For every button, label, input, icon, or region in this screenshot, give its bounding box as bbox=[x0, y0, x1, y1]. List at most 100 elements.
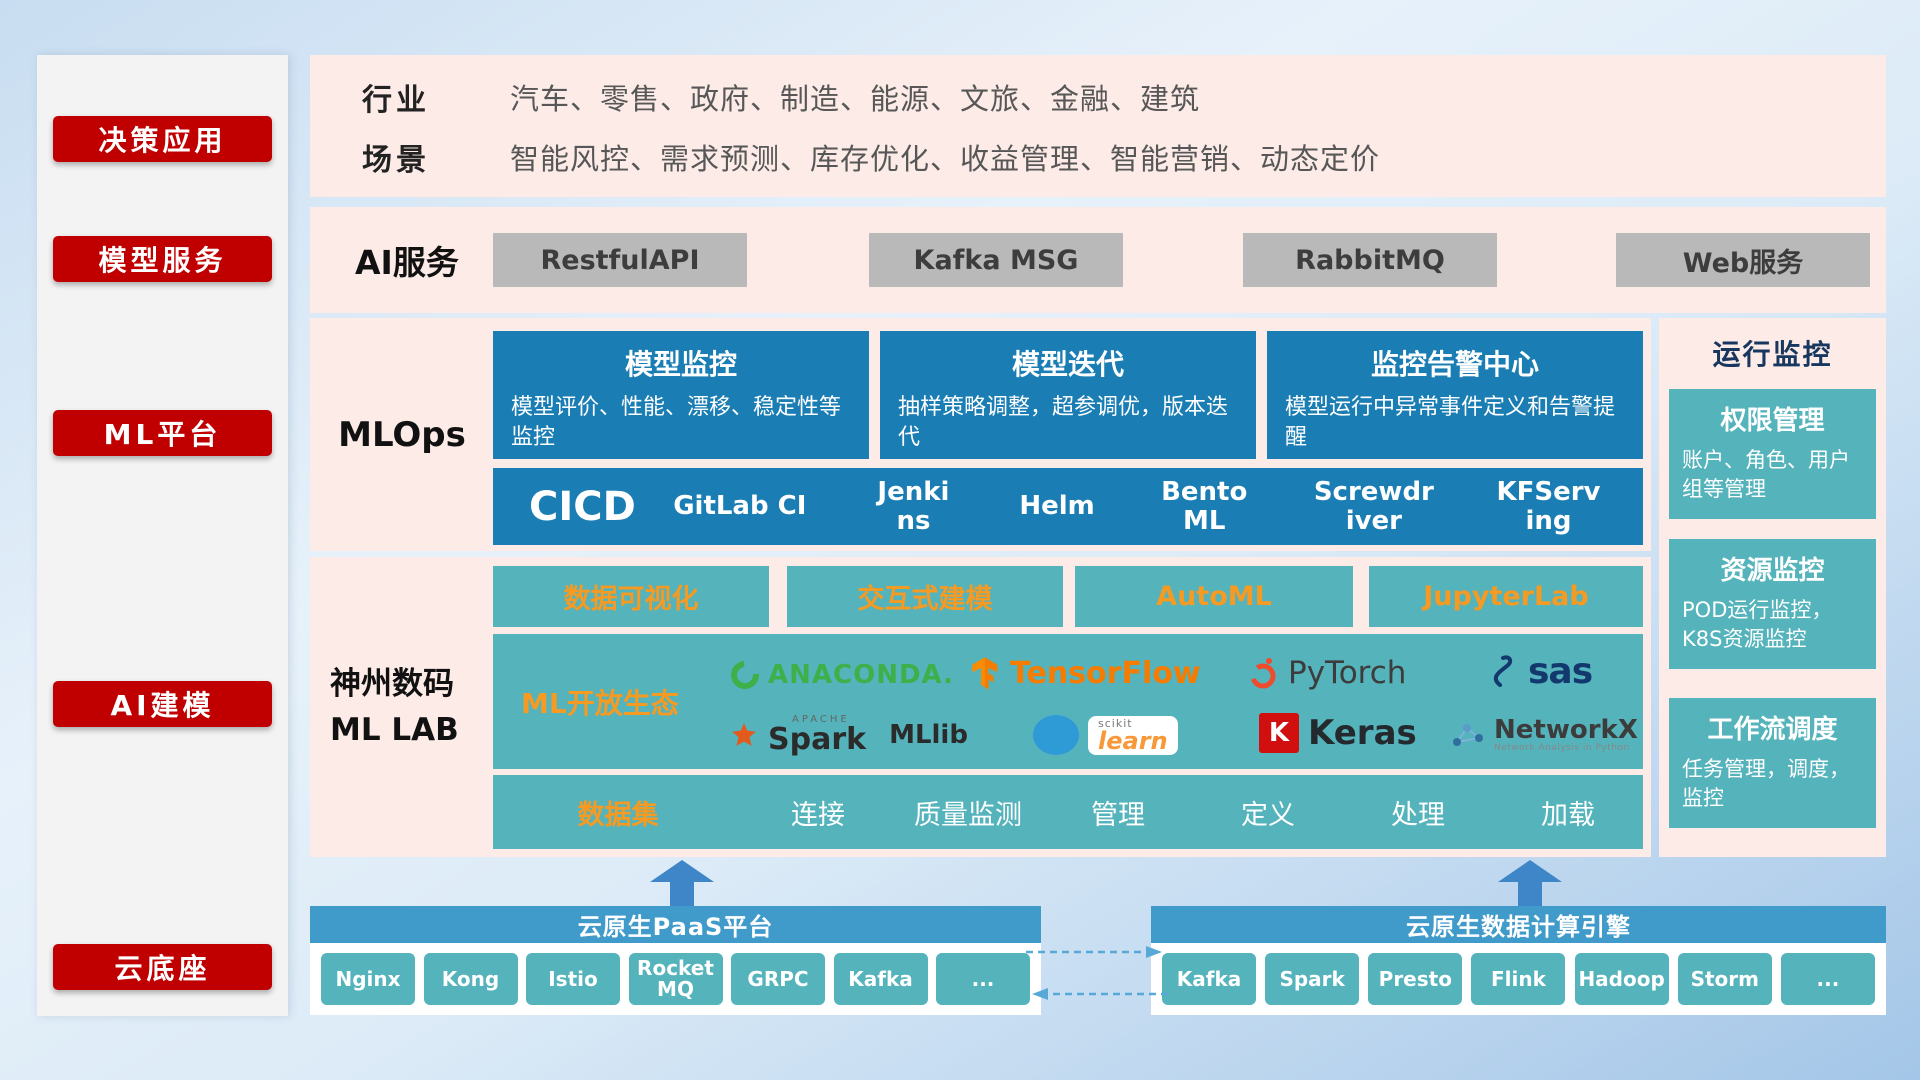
cicd-tool-jenkins: Jenkins bbox=[877, 476, 950, 536]
dataset-item-manage: 管理 bbox=[1091, 799, 1145, 831]
dashed-arrows bbox=[1026, 946, 1168, 1000]
card-title: 权限管理 bbox=[1720, 406, 1825, 436]
sidebar-item-ai-modeling: AI建模 bbox=[53, 681, 272, 727]
tech-chip-spark: Spark bbox=[1265, 953, 1360, 1005]
up-arrow-data-engine bbox=[1498, 860, 1562, 906]
cicd-tool-bentoml: BentoML bbox=[1161, 476, 1248, 536]
mllab-label-line1: 神州数码 bbox=[330, 665, 454, 702]
mllab-label-line2: ML LAB bbox=[330, 712, 459, 748]
tech-chip-kafka: Kafka bbox=[833, 953, 928, 1005]
mlops-panel: MLOps 模型监控 模型评价、性能、漂移、稳定性等监控 模型迭代 抽样策略调整… bbox=[310, 318, 1651, 551]
card-model-monitoring: 模型监控 模型评价、性能、漂移、稳定性等监控 bbox=[493, 331, 869, 459]
tech-chip-nginx: Nginx bbox=[321, 953, 415, 1005]
service-rabbitmq: RabbitMQ bbox=[1243, 233, 1497, 287]
anaconda-icon bbox=[725, 655, 765, 695]
card-desc: POD运行监控，K8S资源监控 bbox=[1682, 598, 1833, 652]
card-title: 监控告警中心 bbox=[1370, 348, 1539, 381]
layer-sidebar: 决策应用 模型服务 ML平台 AI建模 云底座 bbox=[37, 55, 288, 1016]
card-resource-monitoring: 资源监控 POD运行监控，K8S资源监控 bbox=[1669, 539, 1876, 669]
spark-star-icon bbox=[732, 723, 756, 746]
card-desc: 任务管理，调度，监控 bbox=[1682, 757, 1850, 811]
service-kafka-msg: Kafka MSG bbox=[869, 233, 1123, 287]
cicd-tool-screwdriver: Screwdriver bbox=[1313, 476, 1434, 536]
pytorch-icon bbox=[1250, 658, 1276, 689]
monitoring-title: 运行监控 bbox=[1712, 338, 1833, 371]
tech-chip-flink: Flink bbox=[1471, 953, 1566, 1005]
tool-automl: AutoML bbox=[1075, 566, 1353, 627]
sas-logo: sas bbox=[1493, 648, 1593, 694]
mllib-label: MLlib bbox=[889, 720, 968, 750]
tech-chip-hadoop: Hadoop bbox=[1574, 953, 1669, 1005]
service-restfulapi: RestfulAPI bbox=[493, 233, 747, 287]
sidebar-item-ml-platform: ML平台 bbox=[53, 410, 272, 456]
industry-scenario-panel: 行业 汽车、零售、政府、制造、能源、文旅、金融、建筑 场景 智能风控、需求预测、… bbox=[310, 55, 1886, 197]
tech-chip-presto: Presto bbox=[1368, 953, 1463, 1005]
scenario-label: 场景 bbox=[362, 143, 430, 178]
anaconda-wordmark: ANACONDA. bbox=[768, 660, 955, 690]
card-workflow-scheduling: 工作流调度 任务管理，调度，监控 bbox=[1669, 698, 1876, 828]
card-desc: 账户、角色、用户组等管理 bbox=[1682, 448, 1850, 502]
card-title: 模型监控 bbox=[624, 348, 737, 381]
tool-interactive-modeling: 交互式建模 bbox=[787, 566, 1063, 627]
networkx-icon bbox=[1453, 724, 1483, 746]
cicd-tool-helm: Helm bbox=[1019, 491, 1095, 522]
card-title: 工作流调度 bbox=[1707, 715, 1838, 745]
card-alert-center: 监控告警中心 模型运行中异常事件定义和告警提醒 bbox=[1267, 331, 1643, 459]
networkx-wordmark: NetworkX bbox=[1494, 714, 1638, 745]
scenario-value: 智能风控、需求预测、库存优化、收益管理、智能营销、动态定价 bbox=[510, 142, 1381, 176]
tech-chip-more2: ... bbox=[1780, 953, 1875, 1005]
sidebar-item-decision-apps: 决策应用 bbox=[53, 116, 272, 162]
runtime-monitoring-panel: 运行监控 权限管理 账户、角色、用户组等管理 资源监控 POD运行监控，K8S资… bbox=[1659, 318, 1886, 857]
tech-chip-storm: Storm bbox=[1677, 953, 1772, 1005]
spark-wordmark-group: APACHE Spark bbox=[766, 715, 866, 755]
ml-ecosystem-panel: ML开放生态 ANACONDA. TensorFlow PyTorch bbox=[493, 634, 1643, 769]
scikit-learn-logo: scikit learn bbox=[1033, 712, 1178, 758]
data-engine-strip: Kafka Spark Presto Flink Hadoop Storm ..… bbox=[1151, 943, 1886, 1015]
card-title: 模型迭代 bbox=[1011, 348, 1124, 381]
paas-strip: Nginx Kong Istio RocketMQ GRPC Kafka ... bbox=[310, 943, 1041, 1015]
spark-mllib-logo: APACHE Spark MLlib bbox=[731, 712, 968, 758]
data-engine-header: 云原生数据计算引擎 bbox=[1151, 906, 1886, 943]
tech-chip-more: ... bbox=[936, 953, 1030, 1005]
mlops-label: MLOps bbox=[338, 414, 466, 455]
scikit-learn-badge: scikit learn bbox=[1088, 715, 1178, 755]
keras-icon: K bbox=[1259, 713, 1299, 753]
cicd-tool-gitlab-ci: GitLab CI bbox=[673, 491, 807, 522]
networkx-subtitle: Network Analysis in Python bbox=[1494, 743, 1630, 754]
industry-value: 汽车、零售、政府、制造、能源、文旅、金融、建筑 bbox=[510, 82, 1201, 116]
anaconda-logo: ANACONDA. bbox=[725, 652, 955, 698]
scenario-line: 场景 智能风控、需求预测、库存优化、收益管理、智能营销、动态定价 bbox=[310, 131, 1886, 183]
card-title: 资源监控 bbox=[1720, 556, 1825, 586]
dataset-item-connect: 连接 bbox=[791, 799, 845, 831]
ai-service-panel: AI服务 RestfulAPI Kafka MSG RabbitMQ Web服务 bbox=[310, 207, 1886, 313]
sas-icon bbox=[1493, 655, 1513, 687]
dashed-arrow-right-head bbox=[1146, 946, 1162, 958]
tensorflow-logo: TensorFlow bbox=[971, 650, 1201, 696]
cicd-tools: GitLab CI Jenkins Helm BentoML Screwdriv… bbox=[670, 478, 1601, 535]
industry-line: 行业 汽车、零售、政府、制造、能源、文旅、金融、建筑 bbox=[310, 71, 1886, 123]
dataset-label: 数据集 bbox=[577, 799, 659, 831]
spark-wordmark: Spark bbox=[768, 722, 867, 757]
card-desc: 抽样策略调整，超参调优，版本迭代 bbox=[898, 395, 1229, 450]
tech-chip-istio: Istio bbox=[526, 953, 620, 1005]
tech-chip-kafka2: Kafka bbox=[1162, 953, 1256, 1005]
tech-chip-kong: Kong bbox=[423, 953, 518, 1005]
ecosystem-label: ML开放生态 bbox=[521, 686, 679, 720]
up-arrow-paas bbox=[650, 860, 714, 906]
cicd-tool-kfserving: KFServing bbox=[1496, 476, 1601, 536]
cicd-label: CICD bbox=[529, 483, 636, 530]
tool-data-visualization: 数据可视化 bbox=[493, 566, 769, 627]
tech-chip-grpc: GRPC bbox=[731, 953, 825, 1005]
keras-wordmark: Keras bbox=[1308, 713, 1417, 753]
sidebar-item-model-service: 模型服务 bbox=[53, 236, 272, 282]
sas-wordmark: sas bbox=[1528, 650, 1593, 692]
mllab-label: 神州数码 ML LAB bbox=[330, 557, 495, 857]
cicd-bar: CICD GitLab CI Jenkins Helm BentoML Scre… bbox=[493, 468, 1643, 545]
pytorch-wordmark: PyTorch bbox=[1288, 655, 1407, 691]
card-desc: 模型运行中异常事件定义和告警提醒 bbox=[1285, 395, 1616, 450]
dashed-arrow-left-head bbox=[1032, 988, 1048, 1000]
dataset-item-quality: 质量监测 bbox=[914, 799, 1022, 831]
tensorflow-icon bbox=[972, 656, 998, 690]
dataset-item-process: 处理 bbox=[1391, 799, 1445, 831]
